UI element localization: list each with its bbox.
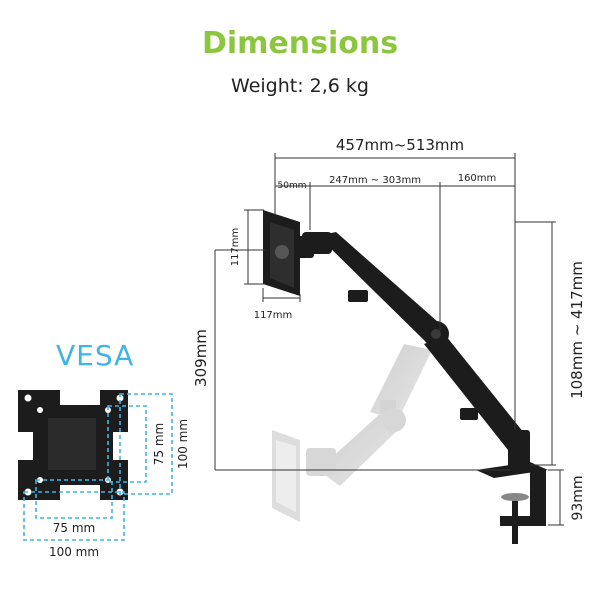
upper-arm-cover: [348, 290, 368, 302]
arm-reach-label: 247mm ~ 303mm: [329, 175, 421, 186]
plate-offset-label: 50mm: [278, 181, 307, 191]
clamp-jaw: [500, 516, 546, 526]
vesa-plate: [18, 390, 128, 500]
weight-label: Weight: 2,6 kg: [231, 75, 369, 97]
lower-arm-cover: [460, 408, 478, 420]
upper-arm: [318, 232, 438, 342]
vesa-75-horizontal-label: 75 mm: [53, 521, 95, 535]
elbow-pin-icon: [431, 329, 441, 339]
clamp-screw: [512, 496, 518, 544]
head-height-label: 117mm: [230, 228, 241, 267]
vesa-title: VESA: [56, 339, 135, 372]
vesa-100-vertical-label: 100 mm: [176, 419, 190, 469]
clamp-height-label: 93mm: [570, 475, 586, 520]
mount-base: [476, 462, 548, 478]
plate-center-icon: [275, 245, 289, 259]
arm-height-range-label: 108mm ~ 417mm: [568, 261, 586, 399]
lowered-arm-ghost: [272, 344, 432, 522]
head-width-label: 117mm: [254, 310, 293, 321]
clamp-body: [530, 470, 546, 522]
vesa-guides: [23, 393, 173, 541]
vesa-75-vertical-label: 75 mm: [152, 423, 166, 465]
lowered-height-label: 309mm: [192, 329, 210, 387]
page-title: Dimensions: [201, 26, 399, 61]
total-reach-label: 457mm~513mm: [336, 136, 464, 154]
base-offset-label: 160mm: [458, 173, 497, 184]
vesa-hole-icon: [37, 407, 43, 413]
clamp-pad: [501, 493, 529, 501]
mount-pole: [508, 430, 530, 470]
lower-arm: [424, 336, 528, 450]
vesa-hole-icon: [116, 394, 124, 402]
dimension-lines: [214, 153, 564, 526]
vesa-plate-center: [48, 418, 96, 470]
vesa-100-horizontal-label: 100 mm: [49, 545, 99, 559]
monitor-arm: [263, 210, 548, 544]
vesa-hole-icon: [24, 394, 32, 402]
